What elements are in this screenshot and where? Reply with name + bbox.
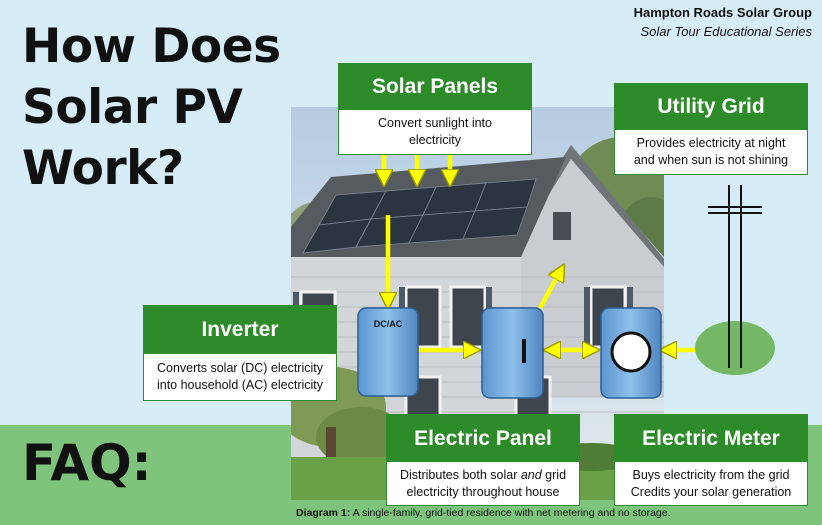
utility-pole-icon bbox=[695, 185, 775, 375]
diagram-caption: Diagram 1: A single-family, grid-tied re… bbox=[296, 507, 671, 519]
electric-meter-description: Buys electricity from the grid Credits y… bbox=[615, 462, 807, 505]
utility-grid-description: Provides electricity at night and when s… bbox=[615, 130, 807, 174]
utility-grid-title: Utility Grid bbox=[615, 84, 807, 130]
title-line-3: Work? bbox=[22, 141, 184, 196]
inverter-description-line-1: Converts solar (DC) electricity bbox=[156, 361, 323, 375]
faq-label: FAQ: bbox=[22, 434, 152, 492]
organization-header: Hampton Roads Solar Group Solar Tour Edu… bbox=[634, 3, 812, 41]
callout-solar-panels: Solar Panels Convert sunlight into elect… bbox=[338, 63, 532, 155]
solar-panels-description-line-2: electricity bbox=[408, 133, 462, 147]
electric-panel-title: Electric Panel bbox=[387, 415, 579, 462]
electric-panel-description: Distributes both solar and grid electric… bbox=[387, 462, 579, 505]
electric-panel-desc-emphasis: and bbox=[520, 467, 542, 482]
inverter-title: Inverter bbox=[144, 306, 336, 354]
electric-panel-desc-part-3: grid bbox=[541, 467, 567, 482]
utility-grid-description-line-2: and when sun is not shining bbox=[633, 153, 789, 167]
organization-name: Hampton Roads Solar Group bbox=[633, 5, 812, 20]
electric-panel-description-line-2: electricity throughout house bbox=[406, 484, 560, 499]
inverter-description-line-2: into household (AC) electricity bbox=[156, 378, 324, 392]
electric-meter-title: Electric Meter bbox=[615, 415, 807, 462]
caption-label: Diagram 1: bbox=[296, 507, 351, 519]
solar-panels-title: Solar Panels bbox=[339, 64, 531, 110]
solar-panels-description-line-1: Convert sunlight into bbox=[378, 116, 492, 130]
utility-grid-description-line-1: Provides electricity at night bbox=[636, 136, 786, 150]
electric-panel-description-line-1: Distributes both solar and grid bbox=[400, 467, 566, 484]
organization-series: Solar Tour Educational Series bbox=[640, 24, 812, 39]
page-title: How Does Solar PV Work? bbox=[22, 16, 281, 199]
inverter-description: Converts solar (DC) electricity into hou… bbox=[144, 354, 336, 400]
electric-meter-description-line-2: Credits your solar generation bbox=[630, 484, 792, 499]
callout-electric-panel: Electric Panel Distributes both solar an… bbox=[386, 414, 580, 506]
callout-inverter: Inverter Converts solar (DC) electricity… bbox=[143, 305, 337, 401]
electric-meter-description-line-1: Buys electricity from the grid bbox=[632, 467, 790, 482]
caption-text: A single-family, grid-tied residence wit… bbox=[350, 507, 671, 519]
callout-electric-meter: Electric Meter Buys electricity from the… bbox=[614, 414, 808, 506]
callout-utility-grid: Utility Grid Provides electricity at nig… bbox=[614, 83, 808, 175]
title-line-2: Solar PV bbox=[22, 80, 243, 135]
solar-panels-description: Convert sunlight into electricity bbox=[339, 110, 531, 154]
electric-panel-desc-part-1: Distributes both solar bbox=[399, 467, 521, 482]
title-line-1: How Does bbox=[22, 19, 281, 74]
